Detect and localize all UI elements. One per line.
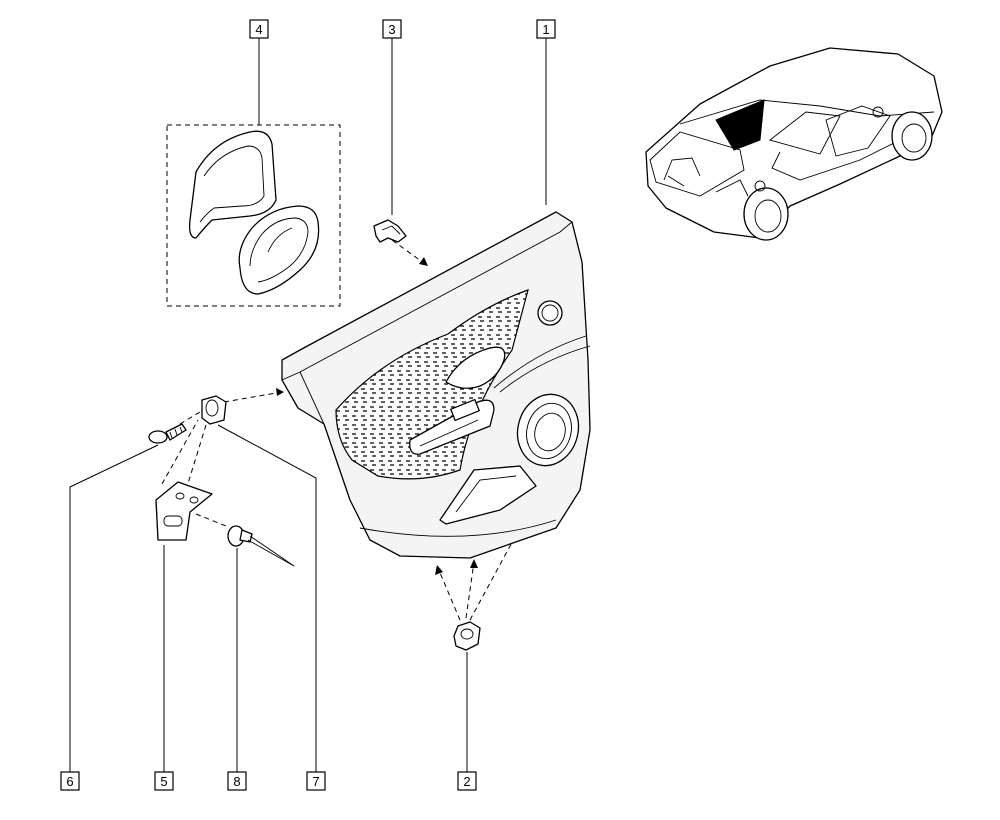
callout-3: 3	[382, 19, 402, 39]
push-clip	[453, 621, 481, 651]
callout-3-label: 3	[388, 22, 395, 37]
leader-lines	[69, 38, 547, 772]
callout-6-label: 6	[66, 774, 73, 789]
vehicle-locator	[645, 47, 943, 241]
door-trim-panel	[281, 211, 591, 559]
handle-trim-set	[166, 124, 341, 307]
bracket	[155, 481, 213, 541]
callout-7-label: 7	[312, 774, 319, 789]
callout-2: 2	[457, 771, 477, 791]
screw	[148, 423, 187, 444]
callout-1: 1	[536, 19, 556, 39]
callout-6: 6	[60, 771, 80, 791]
callout-2-label: 2	[463, 774, 470, 789]
callout-1-label: 1	[542, 22, 549, 37]
callout-8: 8	[227, 771, 247, 791]
clip	[373, 219, 407, 243]
callout-5: 5	[154, 771, 174, 791]
rivet	[227, 525, 295, 567]
callout-4: 4	[249, 19, 269, 39]
fastener-clip	[201, 395, 227, 425]
assembly-direction-lines	[161, 234, 518, 621]
callout-5-label: 5	[160, 774, 167, 789]
callout-7: 7	[306, 771, 326, 791]
callout-8-label: 8	[233, 774, 240, 789]
callout-4-label: 4	[255, 22, 262, 37]
